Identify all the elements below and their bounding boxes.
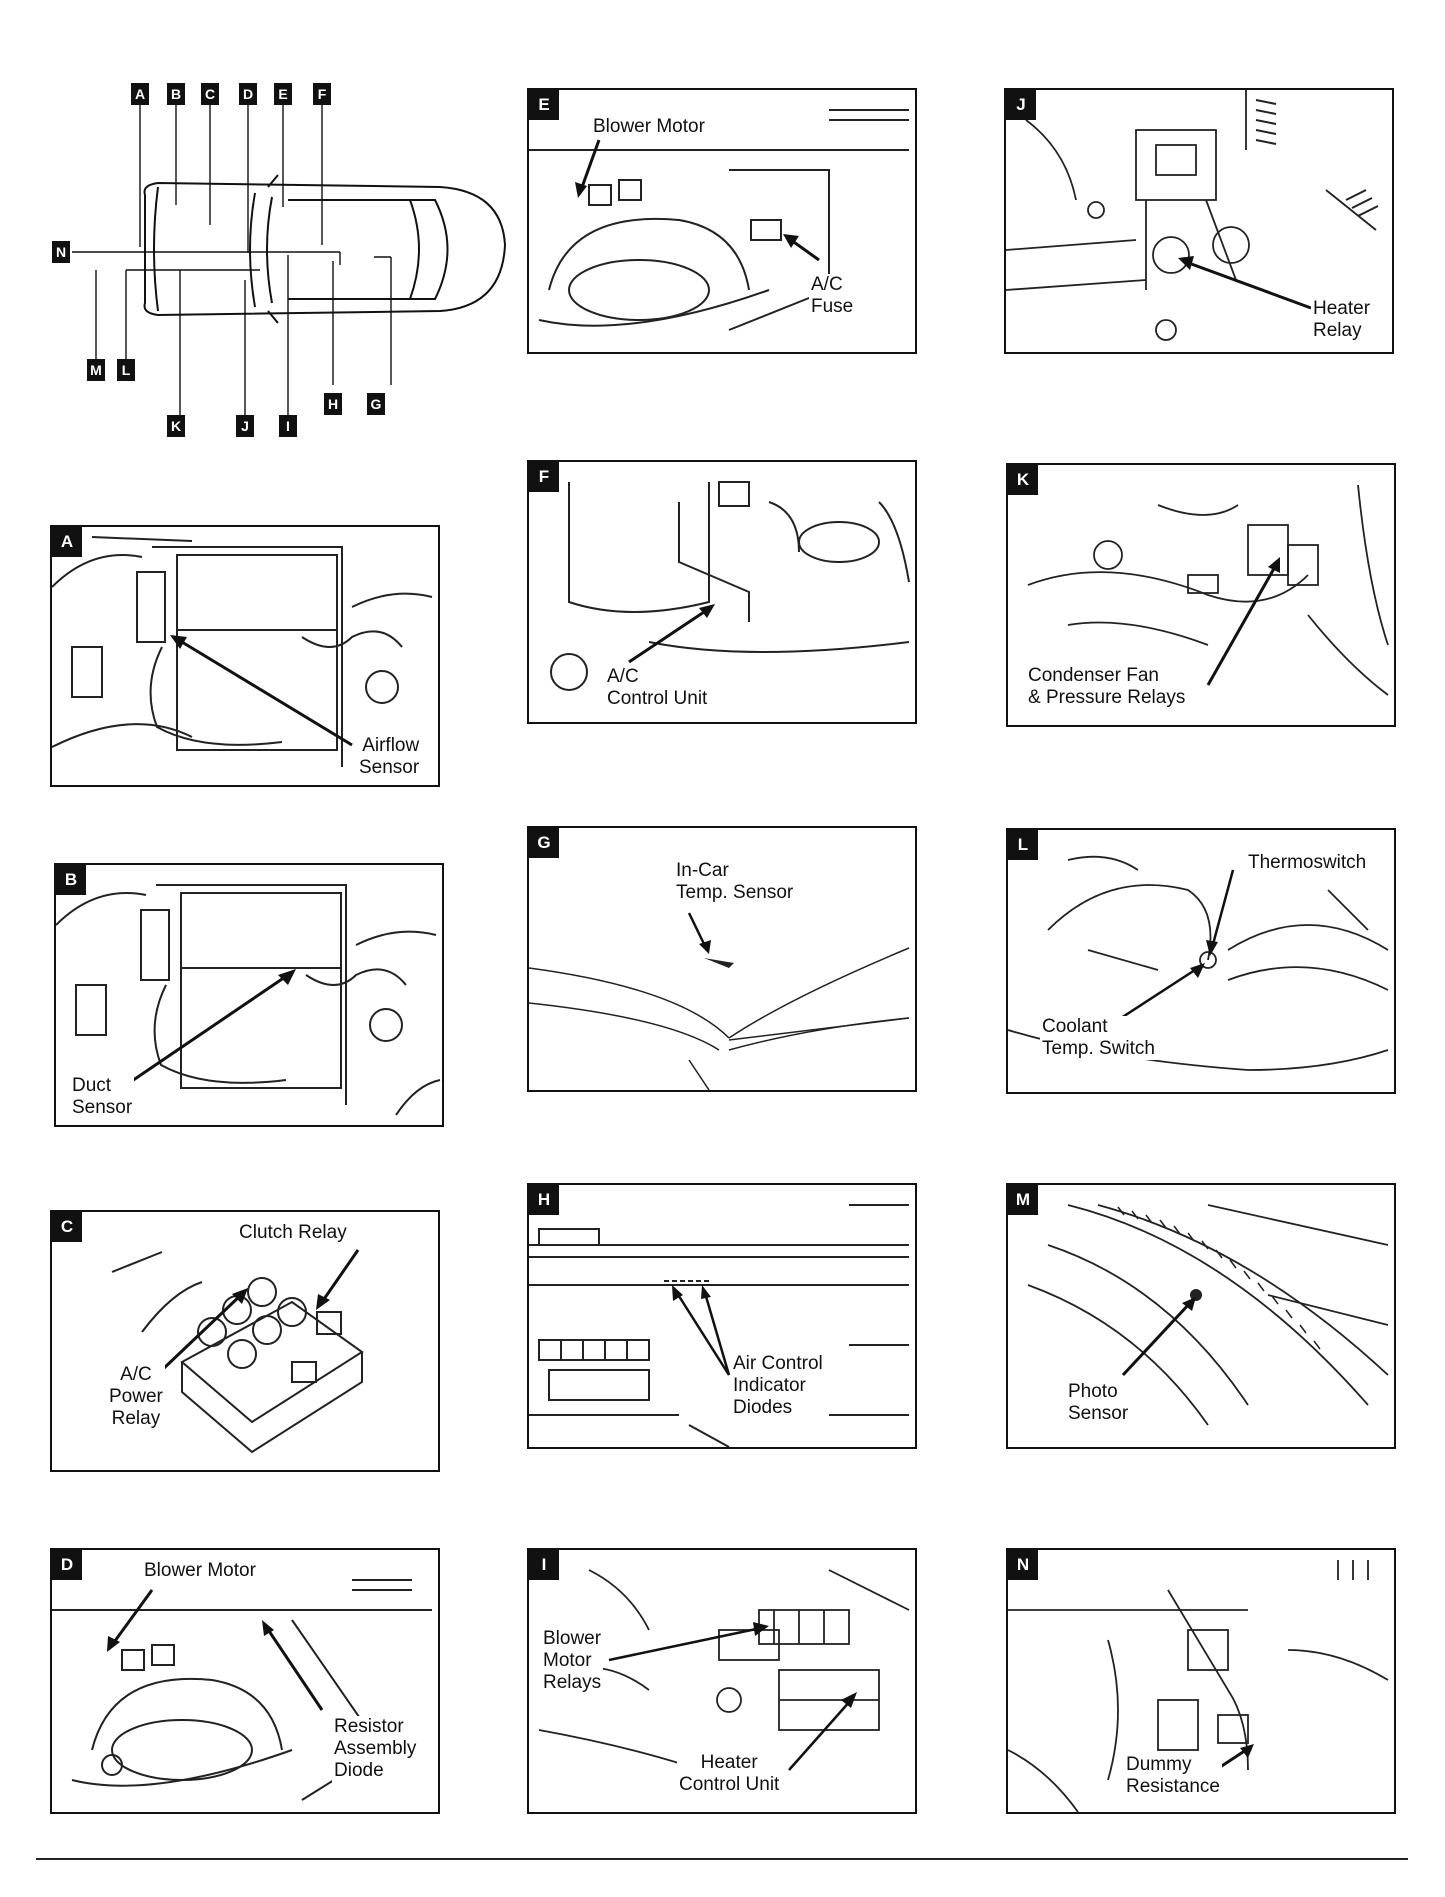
panel-d-label: D	[52, 1550, 82, 1580]
panel-i-label: I	[529, 1550, 559, 1580]
overview-marker-k: K	[167, 415, 185, 437]
panel-e-label: E	[529, 90, 559, 120]
panel-g-caption: In-Car Temp. Sensor	[674, 860, 796, 904]
panel-i-caption-blower-motor-relays: Blower Motor Relays	[541, 1628, 604, 1694]
panel-m-label: M	[1008, 1185, 1038, 1215]
overview-marker-m: M	[87, 359, 105, 381]
panel-m-caption: Photo Sensor	[1066, 1381, 1131, 1425]
panel-g-in-car-temp-sensor: G In-Car Temp. Sensor	[527, 826, 917, 1092]
overview-marker-i: I	[279, 415, 297, 437]
panel-a-label: A	[52, 527, 82, 557]
panel-n-dummy-resistance: N Dummy Resistance	[1006, 1548, 1396, 1814]
panel-g-label: G	[529, 828, 559, 858]
panel-l-thermoswitch-coolant: L Thermoswitch Coolant Temp. Switch	[1006, 828, 1396, 1094]
panel-c-relays: C Clutch Relay A/C Power Relay	[50, 1210, 440, 1472]
overview-marker-a: A	[131, 83, 149, 105]
panel-f-illustration	[550, 481, 910, 691]
panel-e-blower-fuse: E Blower Motor A/C Fuse	[527, 88, 917, 354]
panel-n-caption: Dummy Resistance	[1124, 1754, 1222, 1798]
overview-marker-f: F	[313, 83, 331, 105]
panel-d-caption-resistor-diode: Resistor Assembly Diode	[332, 1716, 419, 1782]
panel-n-illustration	[1008, 1560, 1389, 1812]
panel-a-illustration	[52, 536, 433, 767]
page-bottom-rule	[36, 1858, 1408, 1860]
panel-n-label: N	[1008, 1550, 1038, 1580]
panel-l-label: L	[1008, 830, 1038, 860]
panel-b-label: B	[56, 865, 86, 895]
panel-l-caption-thermoswitch: Thermoswitch	[1246, 852, 1369, 874]
panel-b-caption: Duct Sensor	[70, 1075, 135, 1119]
panel-j-caption: Heater Relay	[1311, 298, 1373, 342]
panel-e-illustration	[529, 109, 909, 331]
overview-marker-n: N	[52, 241, 70, 263]
panel-b-duct-sensor: B Duct Sensor	[54, 863, 444, 1127]
panel-j-label: J	[1006, 90, 1036, 120]
panel-j-illustration	[1006, 90, 1379, 341]
overview-marker-g: G	[367, 393, 385, 415]
panel-h-indicator-diodes: H Air Control Indicator Diodes	[527, 1183, 917, 1449]
panel-i-blower-relays-heater-control: I Blower Motor Relays Heater Control Uni…	[527, 1548, 917, 1814]
panel-c-caption-clutch-relay: Clutch Relay	[237, 1222, 349, 1244]
overview-marker-b: B	[167, 83, 185, 105]
panel-h-label: H	[529, 1185, 559, 1215]
panel-f-ac-control-unit: F A/C Control Unit	[527, 460, 917, 724]
panel-k-condenser-fan-relays: K Condenser Fan & Pressure Relays	[1006, 463, 1396, 727]
panel-j-heater-relay: J Heater Relay	[1004, 88, 1394, 354]
panel-c-label: C	[52, 1212, 82, 1242]
overview-marker-e: E	[274, 83, 292, 105]
overview-marker-j: J	[236, 415, 254, 437]
panel-f-caption: A/C Control Unit	[605, 666, 710, 710]
panel-k-caption: Condenser Fan & Pressure Relays	[1026, 665, 1188, 709]
panel-h-illustration	[529, 1204, 909, 1447]
panel-a-airflow-sensor: A Airflow Sensor	[50, 525, 440, 787]
panel-c-caption-ac-power-relay: A/C Power Relay	[107, 1364, 165, 1430]
panel-g-illustration	[529, 947, 910, 1090]
vehicle-location-overview: A B C D E F N M L H G K J I	[40, 75, 520, 445]
panel-f-label: F	[529, 462, 559, 492]
panel-d-caption-blower-motor: Blower Motor	[142, 1560, 258, 1582]
panel-k-label: K	[1008, 465, 1038, 495]
overview-marker-l: L	[117, 359, 135, 381]
car-top-view-drawing	[72, 95, 507, 420]
panel-e-caption-ac-fuse: A/C Fuse	[809, 274, 856, 318]
panel-i-caption-heater-control-unit: Heater Control Unit	[677, 1752, 782, 1796]
panel-l-caption-coolant-temp-switch: Coolant Temp. Switch	[1040, 1016, 1157, 1060]
panel-m-photo-sensor: M Photo Sensor	[1006, 1183, 1396, 1449]
overview-marker-d: D	[239, 83, 257, 105]
overview-marker-h: H	[324, 393, 342, 415]
panel-e-caption-blower-motor: Blower Motor	[591, 116, 707, 138]
panel-d-blower-resistor: D Blower Motor Resistor Assembly Diode	[50, 1548, 440, 1814]
overview-marker-c: C	[201, 83, 219, 105]
panel-a-caption: Airflow Sensor	[357, 735, 422, 779]
panel-c-illustration	[111, 1251, 364, 1454]
panel-h-caption: Air Control Indicator Diodes	[731, 1353, 825, 1419]
